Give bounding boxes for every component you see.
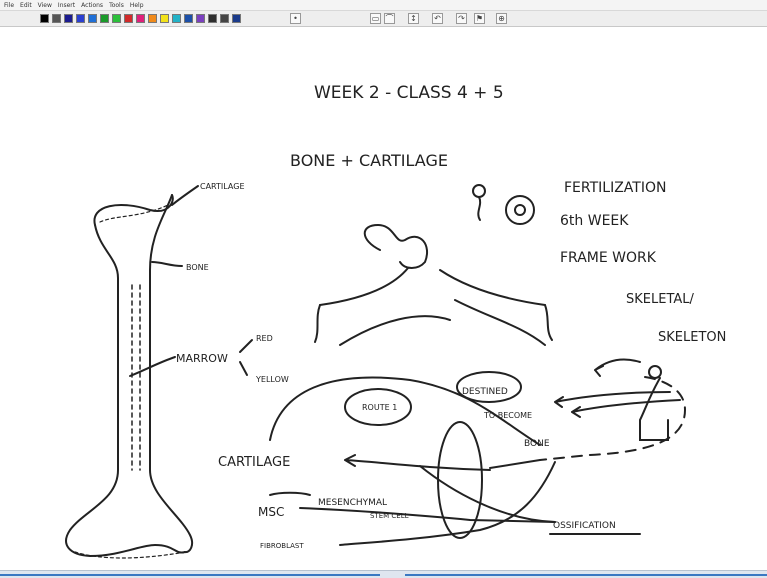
bone-pointer (152, 262, 182, 266)
label-cartilage-flow: CARTILAGE (218, 455, 290, 470)
sperm-head (473, 185, 485, 197)
label-to-become: TO BECOME (483, 411, 532, 420)
color-swatch-9[interactable] (148, 14, 157, 23)
menu-file[interactable]: File (4, 2, 14, 9)
whiteboard-canvas[interactable]: WEEK 2 - CLASS 4 + 5 BONE + CARTILAGE FE… (0, 28, 767, 570)
color-swatch-11[interactable] (172, 14, 181, 23)
label-fibroblast: FIBROBLAST (260, 542, 304, 550)
msc-pointer (270, 493, 310, 495)
insert-space-icon[interactable]: ↕ (408, 13, 419, 24)
yellow-pointer (240, 362, 247, 375)
subtitle-bone-cartilage: BONE + CARTILAGE (290, 151, 448, 170)
arrow-skeleton-to-flow (595, 360, 640, 376)
title-week: WEEK 2 - CLASS 4 + 5 (314, 83, 504, 103)
label-stem-cell: STEM CELL (370, 512, 409, 520)
color-swatch-16[interactable] (232, 14, 241, 23)
label-route: ROUTE 1 (362, 403, 397, 412)
menu-help[interactable]: Help (130, 2, 144, 9)
sperm-tail (478, 197, 480, 220)
color-swatch-5[interactable] (100, 14, 109, 23)
label-ossification: OSSIFICATION (553, 521, 616, 531)
cartilage-cap (100, 205, 168, 222)
progress-track-left (0, 574, 380, 576)
color-swatch-3[interactable] (76, 14, 85, 23)
list-fertilization: FERTILIZATION (564, 180, 666, 196)
list-6th-week: 6th WEEK (560, 213, 629, 229)
dashed-return-path (540, 377, 685, 460)
menu-edit[interactable]: Edit (20, 2, 32, 9)
progress-track-right (405, 574, 767, 576)
bone-right-outline (150, 195, 192, 552)
color-swatch-1[interactable] (52, 14, 61, 23)
embryo-lower-right (455, 300, 545, 345)
mesenchymal-underline (300, 508, 555, 522)
handwritten-notes: WEEK 2 - CLASS 4 + 5 BONE + CARTILAGE FE… (0, 28, 767, 570)
menu-insert[interactable]: Insert (58, 2, 75, 9)
menu-tools[interactable]: Tools (109, 2, 124, 9)
eraser-icon[interactable]: ▭ (370, 13, 381, 24)
menu-actions[interactable]: Actions (81, 2, 103, 9)
lasso-icon[interactable]: ⌒ (384, 13, 395, 24)
red-pointer (240, 340, 252, 352)
label-skeleton: SKELETON (658, 330, 726, 345)
label-skeletal: SKELETAL/ (626, 292, 695, 307)
color-swatch-6[interactable] (112, 14, 121, 23)
color-swatch-8[interactable] (136, 14, 145, 23)
embryo-lower-left (340, 316, 450, 345)
color-swatch-12[interactable] (184, 14, 193, 23)
color-swatch-2[interactable] (64, 14, 73, 23)
label-bone-flow: BONE (524, 439, 550, 449)
menu-view[interactable]: View (38, 2, 52, 9)
path-to-bone (490, 460, 540, 468)
skeleton-head (649, 366, 661, 378)
color-swatch-10[interactable] (160, 14, 169, 23)
color-swatch-15[interactable] (220, 14, 229, 23)
color-swatch-0[interactable] (40, 14, 49, 23)
embryo-head (365, 225, 427, 268)
color-swatch-13[interactable] (196, 14, 205, 23)
color-swatch-14[interactable] (208, 14, 217, 23)
embryo-limbs (315, 305, 552, 342)
redo-icon[interactable]: ↷ (456, 13, 467, 24)
color-swatch-7[interactable] (124, 14, 133, 23)
skeleton-stick (640, 378, 668, 440)
ovum-outer (506, 196, 534, 224)
cartilage-pointer (172, 186, 198, 205)
label-mesenchymal: MESENCHYMAL (318, 498, 387, 508)
arrow-to-become (572, 400, 680, 417)
cartilage-to-ossification (420, 466, 555, 522)
flag-icon[interactable]: ⚑ (474, 13, 485, 24)
menu-bar: File Edit View Insert Actions Tools Help (0, 0, 767, 11)
label-yellow: YELLOW (255, 375, 289, 384)
label-marrow: MARROW (176, 352, 228, 365)
pen-icon[interactable]: • (290, 13, 301, 24)
color-swatch-4[interactable] (88, 14, 97, 23)
label-destined: DESTINED (462, 387, 508, 397)
undo-icon[interactable]: ↶ (432, 13, 443, 24)
marrow-pointer (130, 357, 175, 376)
list-framework: FRAME WORK (560, 250, 657, 266)
arrow-to-cartilage (345, 455, 490, 470)
pen-toolbar: • ▭ ⌒ ↕ ↶ ↷ ⚑ ⊕ (0, 11, 767, 27)
label-cartilage-top: CARTILAGE (200, 182, 245, 191)
label-bone: BONE (186, 263, 209, 272)
label-red: RED (256, 334, 273, 343)
ovum-inner (515, 205, 525, 215)
status-bar (0, 570, 767, 578)
embryo-arms (320, 268, 545, 305)
zoom-icon[interactable]: ⊕ (496, 13, 507, 24)
label-msc: MSC (258, 505, 284, 519)
